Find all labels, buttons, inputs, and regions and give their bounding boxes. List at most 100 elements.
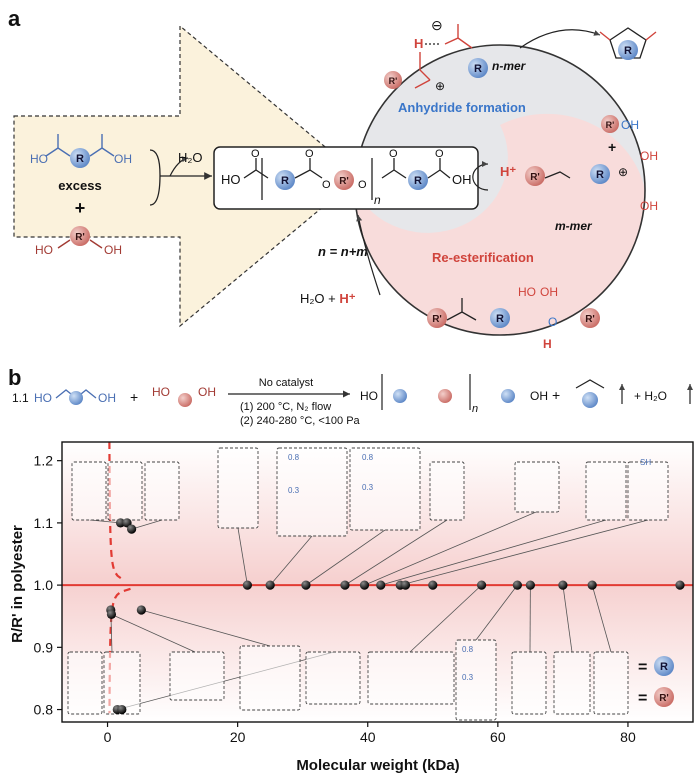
water-label: H₂O bbox=[178, 150, 203, 165]
legend-r-eq: = bbox=[638, 659, 647, 676]
svg-text:O: O bbox=[251, 148, 260, 160]
data-point bbox=[301, 581, 310, 590]
condition-0: No catalyst bbox=[259, 377, 313, 389]
x-tick-label: 0 bbox=[104, 729, 112, 745]
svg-text:0.8: 0.8 bbox=[362, 453, 374, 462]
structure-box bbox=[218, 448, 258, 528]
anhydride-formation-label: Anhydride formation bbox=[398, 100, 526, 115]
svg-text:0.8: 0.8 bbox=[288, 453, 300, 462]
structure-box bbox=[145, 462, 179, 520]
data-point bbox=[376, 581, 385, 590]
svg-text:OH: OH bbox=[640, 199, 658, 213]
structure-box bbox=[72, 462, 106, 520]
svg-text:R': R' bbox=[530, 172, 540, 183]
svg-text:+: + bbox=[130, 389, 138, 405]
svg-text:OH: OH bbox=[540, 285, 558, 299]
data-point bbox=[428, 581, 437, 590]
panel-b-label: b bbox=[8, 365, 21, 390]
structure-box bbox=[306, 652, 360, 704]
n-mer-label: n-mer bbox=[492, 59, 527, 73]
y-axis-label: R/R' in polyester bbox=[9, 525, 26, 643]
svg-text:OH: OH bbox=[98, 391, 116, 405]
svg-text:0.3: 0.3 bbox=[288, 486, 300, 495]
svg-text:OH: OH bbox=[198, 385, 216, 399]
water-hplus: H₂O + H⁺ bbox=[300, 291, 356, 306]
legend-rp-label: R' bbox=[659, 693, 669, 704]
n-equals-label: n = n+m bbox=[318, 244, 368, 259]
data-point bbox=[675, 581, 684, 590]
data-point bbox=[127, 525, 136, 534]
svg-text:+: + bbox=[552, 387, 560, 403]
svg-text:SH: SH bbox=[640, 458, 651, 467]
structure-box bbox=[430, 462, 464, 520]
svg-text:OH: OH bbox=[621, 118, 639, 132]
structure-box bbox=[554, 652, 590, 714]
y-tick-label: 1.0 bbox=[34, 577, 54, 593]
legend-r-label: R bbox=[660, 661, 668, 673]
diol-oh: OH bbox=[104, 243, 122, 257]
diol-ho: HO bbox=[35, 243, 53, 257]
svg-text:O: O bbox=[358, 179, 367, 191]
svg-text:HO: HO bbox=[34, 391, 52, 405]
data-point bbox=[558, 581, 567, 590]
data-point bbox=[513, 581, 522, 590]
svg-text:⊕: ⊕ bbox=[435, 79, 445, 93]
data-point bbox=[137, 605, 146, 614]
data-point bbox=[117, 705, 126, 714]
svg-text:R: R bbox=[474, 63, 482, 75]
water-product: + H₂O bbox=[634, 389, 667, 403]
structure-box bbox=[594, 652, 628, 714]
eq-coefficient: 1.1 bbox=[12, 391, 29, 405]
structure-box bbox=[512, 652, 546, 714]
x-tick-label: 40 bbox=[360, 729, 376, 745]
data-point bbox=[243, 581, 252, 590]
svg-text:0.3: 0.3 bbox=[362, 483, 374, 492]
anhydride-arrow bbox=[520, 30, 600, 48]
svg-text:n: n bbox=[374, 193, 381, 207]
diacid-oh: OH bbox=[114, 152, 132, 166]
structure-box bbox=[170, 652, 224, 700]
svg-text:OH: OH bbox=[530, 389, 548, 403]
svg-text:R': R' bbox=[339, 176, 349, 187]
condition-2: (2) 240-280 °C, <100 Pa bbox=[240, 415, 361, 427]
svg-text:R: R bbox=[281, 175, 289, 187]
svg-text:+: + bbox=[608, 139, 616, 155]
svg-text:O: O bbox=[305, 148, 314, 160]
svg-text:0.3: 0.3 bbox=[462, 673, 474, 682]
svg-text:HO: HO bbox=[152, 385, 170, 399]
hplus-label: H⁺ bbox=[500, 164, 516, 179]
rprime-label: R' bbox=[75, 232, 85, 243]
x-axis-label: Molecular weight (kDa) bbox=[296, 757, 459, 774]
structure-box bbox=[628, 462, 668, 520]
svg-text:R: R bbox=[596, 169, 604, 181]
y-tick-label: 1.1 bbox=[34, 515, 54, 531]
poly-oh: OH bbox=[452, 172, 472, 187]
structure-box bbox=[515, 462, 559, 512]
svg-text:HO: HO bbox=[518, 285, 536, 299]
r-label: R bbox=[76, 153, 84, 165]
data-point bbox=[107, 610, 116, 619]
svg-text:⊖: ⊖ bbox=[431, 17, 443, 33]
svg-text:R': R' bbox=[585, 314, 595, 325]
plus-sign: + bbox=[75, 198, 86, 218]
svg-text:O: O bbox=[548, 315, 557, 329]
anhydride-product: R bbox=[600, 28, 656, 60]
m-mer-label: m-mer bbox=[555, 219, 593, 233]
data-point bbox=[401, 581, 410, 590]
y-tick-label: 0.9 bbox=[34, 639, 54, 655]
svg-text:O: O bbox=[389, 148, 398, 160]
y-ticks: 0.8 0.9 1.0 1.1 1.2 bbox=[34, 453, 62, 718]
x-tick-label: 80 bbox=[620, 729, 636, 745]
y-tick-label: 0.8 bbox=[34, 702, 54, 718]
y-tick-label: 1.2 bbox=[34, 453, 54, 469]
data-point bbox=[477, 581, 486, 590]
svg-text:R': R' bbox=[389, 76, 398, 86]
data-point bbox=[360, 581, 369, 590]
data-point bbox=[266, 581, 275, 590]
data-point bbox=[588, 581, 597, 590]
structure-box bbox=[350, 448, 420, 530]
diacid-ho: HO bbox=[30, 152, 48, 166]
structure-box bbox=[368, 652, 454, 704]
